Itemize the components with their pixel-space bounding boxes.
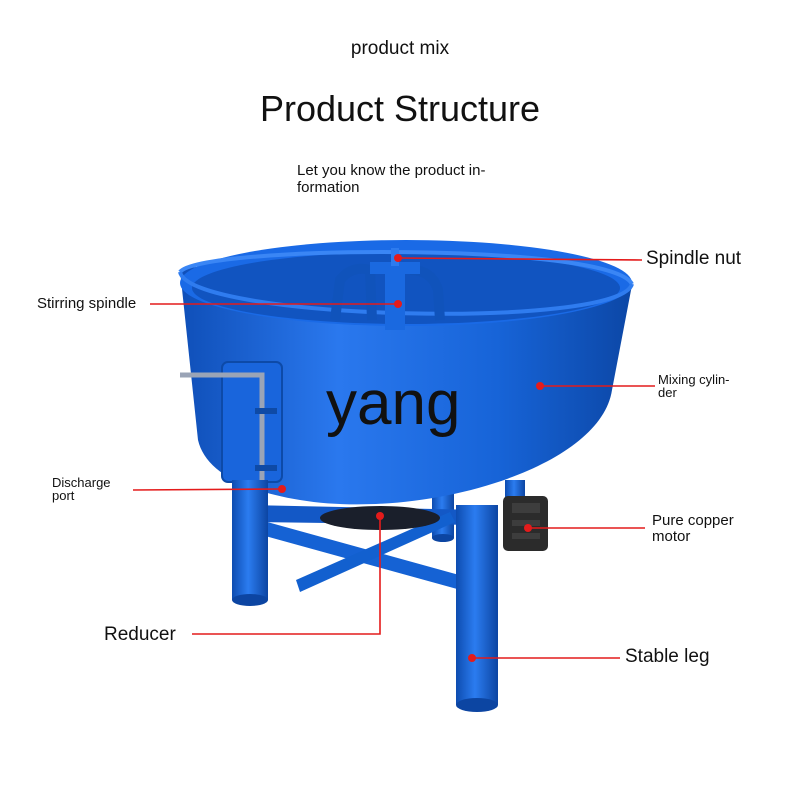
callout-dot-stirring-spindle <box>394 300 402 308</box>
label-spindle-nut: Spindle nut <box>646 248 742 269</box>
callout-dot-spindle-nut <box>394 254 402 262</box>
callout-dot-mixing-cylinder <box>536 382 544 390</box>
label-discharge-port: Discharge port <box>52 475 111 503</box>
spindle-assembly <box>330 248 445 330</box>
support-frame <box>250 505 480 592</box>
callout-line-reducer <box>192 516 381 635</box>
label-stable-leg: Stable leg <box>625 646 710 667</box>
label-stirring-spindle: Stirring spindle <box>37 295 137 312</box>
top-caption: product mix <box>350 38 450 59</box>
page-title: Product Structure <box>259 88 541 129</box>
callout-dot-motor <box>524 524 532 532</box>
intro-text: Let you know the product in-formation <box>297 162 486 196</box>
label-pure-copper-motor: Pure copper motor <box>652 512 734 545</box>
callout-dot-reducer <box>376 512 384 520</box>
label-mixing-cylinder: Mixing cylin-der <box>658 372 730 400</box>
watermark-text: yang <box>326 369 461 438</box>
mixing-drum <box>178 240 634 505</box>
front-legs <box>232 480 498 712</box>
callout-dot-stable-leg <box>468 654 476 662</box>
label-reducer: Reducer <box>104 624 176 645</box>
motor <box>503 496 548 551</box>
callout-dot-discharge-port <box>278 485 286 493</box>
callout-line-discharge-port <box>132 488 283 491</box>
callout-line-spindle-nut <box>397 257 643 261</box>
